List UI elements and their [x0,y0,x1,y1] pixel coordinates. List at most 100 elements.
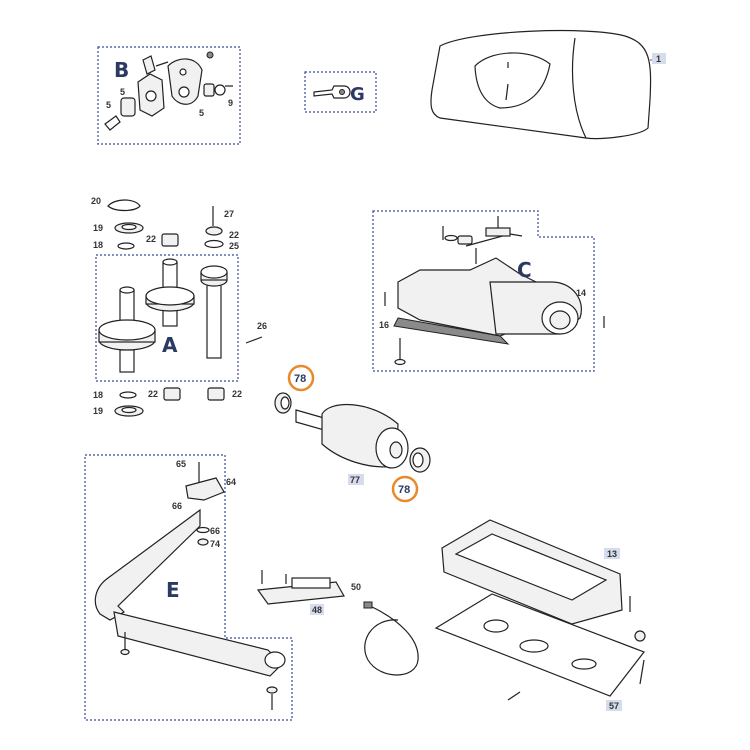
group-e: E 65 64 66 66 74 [84,454,293,721]
part-18-clip-b [119,391,137,399]
part-label-74: 74 [210,539,220,549]
part-22-bushing-b [205,226,223,236]
part-label-78b: 78 [398,484,410,496]
part-label-16: 16 [379,320,389,330]
group-b-letter: B [114,58,129,82]
part-57-pin [639,659,645,685]
part-13-inner [454,533,608,601]
group-c: C 14 16 [372,210,605,372]
e-nut-74 [197,538,209,546]
cable-connector [363,601,373,609]
lock-hole [145,90,157,102]
cover-seam [571,37,587,139]
part-57-plate [434,593,645,697]
part-78-ring-a-hole [280,396,290,410]
part-label-5b: 5 [120,87,125,97]
part-label-26: 26 [257,321,267,331]
part-label-27: 27 [224,209,234,219]
highlight-78a [287,364,315,392]
part-22-bushing-d [207,387,225,401]
part-label-22c: 22 [148,389,158,399]
part-label-50: 50 [351,582,361,592]
part-label-66a: 66 [172,501,182,511]
c-bracket-b [485,227,511,237]
lock-tab [142,55,156,75]
part-label-18b: 18 [93,390,103,400]
cable [364,605,419,676]
part-57-screw [507,691,521,701]
part-tag-1 [652,53,666,64]
part-18-clip [117,242,135,250]
lock-cam [167,58,203,105]
group-b: B 5 5 5 9 [97,46,241,145]
base-box-part: 13 [441,519,631,625]
part-label-77: 77 [350,475,360,485]
part-20-washer [107,199,141,212]
c-housing-inner [549,310,571,330]
gear-shaft-1-top [119,286,135,294]
cover-part: 1 [430,29,666,140]
part-19-hole-b [121,406,137,414]
highlight-78b [391,475,419,503]
part-label-5c: 5 [199,108,204,118]
part-label-19b: 19 [93,406,103,416]
c-washer-a [444,234,458,242]
part-19-hole [121,223,137,231]
e-pin-nut [120,648,130,656]
key-icon [313,85,351,99]
part-label-65: 65 [176,459,186,469]
group-e-box [84,454,293,721]
mid-gear-top [145,286,195,306]
gear-shaft-1-low [119,349,135,373]
part-78-ring-b-hole [412,452,424,468]
part-label-64: 64 [226,477,236,487]
part-25-washer [204,239,224,249]
part-50-terminals [291,577,331,589]
group-a-box [95,254,239,382]
lock-cam-hole [178,86,190,98]
lock-cam-pin [179,68,187,76]
washer [206,51,214,59]
c-gasket [393,317,510,345]
part-label-78a: 78 [294,373,306,385]
part-tag-48 [310,604,324,615]
part-tag-57 [606,700,622,711]
part-label-48: 48 [312,605,322,615]
cover-screw [505,83,509,101]
big-gear-top [98,319,156,341]
key-hole [339,89,345,95]
part-label-22d: 22 [232,389,242,399]
part-tag-13 [604,548,620,559]
e-nut-bottom [266,686,278,694]
group-g-box [304,71,377,113]
part-label-57: 57 [609,701,619,711]
lock-ring [214,84,226,96]
group-e-letter: E [166,578,180,602]
group-a-letter: A [162,333,178,357]
gear-shaft-3 [206,281,222,359]
part-label-22a: 22 [146,234,156,244]
base-plate-part: 57 [434,593,646,711]
part-label-13: 13 [607,549,617,559]
group-g-letter: G [350,84,365,105]
part-22-bushing-c [163,387,181,401]
group-a: 20 19 18 22 27 22 25 A 26 18 [91,196,267,417]
c-bracket-a [457,235,473,245]
part-57-hole-b [519,639,549,653]
motor-shaft [295,409,325,431]
part-label-20: 20 [91,196,101,206]
lock-cylinder [120,97,136,117]
e-arm-bushing [264,651,286,669]
e-arm-long [94,508,201,621]
cover-recess [474,52,551,109]
part-57-grommet [634,630,646,642]
group-c-letter: C [517,258,532,282]
part-label-9: 9 [228,98,233,108]
group-b-box [97,46,241,145]
c-bolt-nut [394,358,406,366]
part-label-18a: 18 [93,240,103,250]
e-washer-66 [196,526,210,534]
part-label-22b: 22 [229,230,239,240]
part-label-5a: 5 [106,100,111,110]
